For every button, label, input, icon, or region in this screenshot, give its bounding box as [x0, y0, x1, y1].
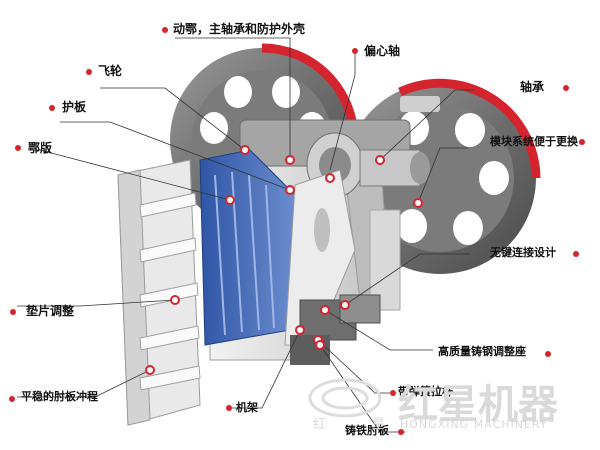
watermark-small-left: 红: [313, 417, 327, 432]
label-toggle-plate-stable: 平稳的肘板冲程: [21, 390, 98, 403]
label-flywheel: 飞轮: [98, 64, 123, 78]
label-eccentric-shaft: 偏心轴: [364, 44, 401, 58]
label-frame: 机架: [236, 401, 258, 414]
watermark-small-right: 星: [372, 417, 386, 432]
label-jaw-plate: 鄂版: [28, 141, 53, 155]
watermark-logo: [308, 378, 382, 418]
label-bearing: 轴承: [520, 80, 545, 94]
marker-dots: [9, 27, 585, 435]
label-cast-steel-seat: 高质量铸钢调整座: [438, 345, 526, 358]
feed-chute: [117, 159, 201, 426]
watermark-brand-cn: 红星机器: [398, 382, 558, 428]
leader-lines: [17, 37, 475, 433]
watermark-brand-en: HONGXING MACHINERY: [400, 418, 548, 431]
label-modular-system: 模块系统便于更换: [490, 135, 578, 148]
label-movable-jaw: 动鄂，主轴承和防护外壳: [173, 22, 306, 36]
label-cast-iron-toggle: 铸铁肘板: [345, 424, 389, 437]
target-dots: [145, 145, 423, 375]
label-keyless-design: 无键连接设计: [490, 246, 556, 259]
label-shim-adjust: 垫片调整: [26, 304, 75, 318]
label-tension-rod: 带弹簧拉杆: [398, 385, 453, 398]
label-guard-plate: 护板: [62, 100, 87, 114]
